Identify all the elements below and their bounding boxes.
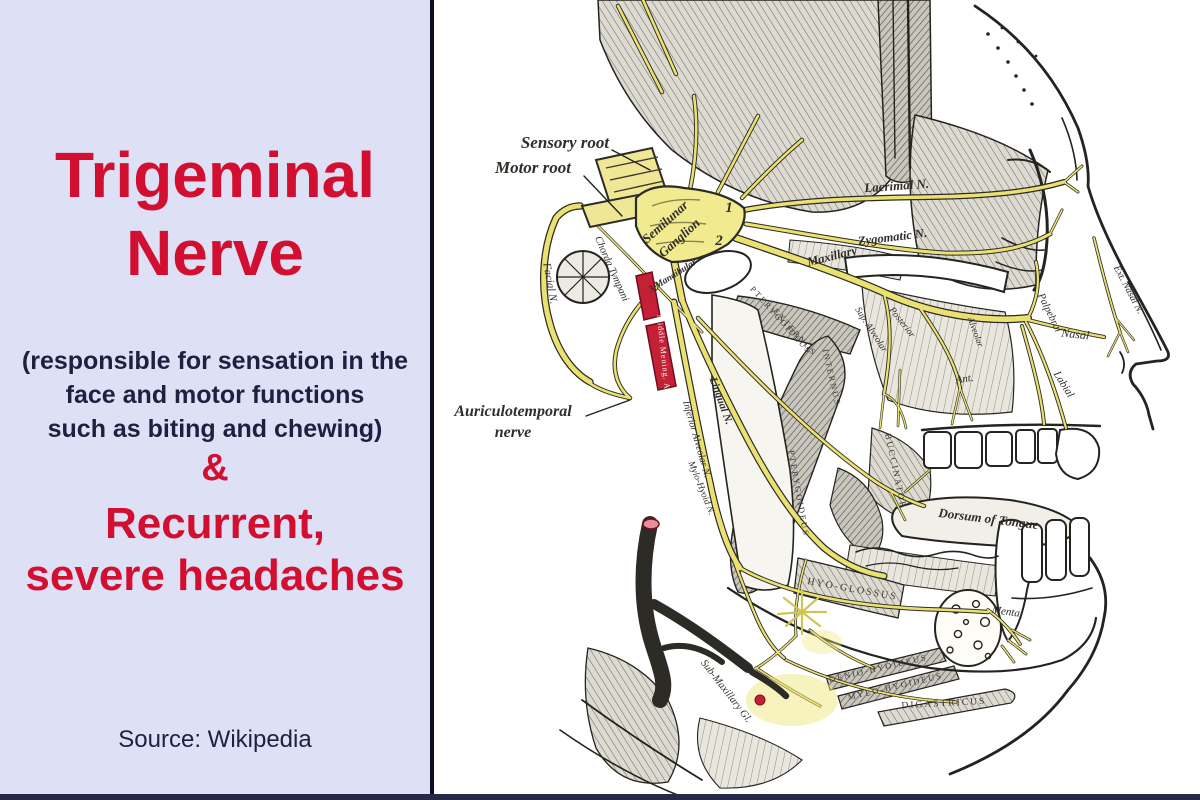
label-digastricus: Digastricus [901,697,986,711]
panel-divider [430,0,434,800]
bottom-accent-bar [0,794,1200,800]
subtitle: (responsible for sensation in the face a… [0,344,430,446]
arteries [635,271,790,708]
nerve-branches [541,0,1135,726]
ampersand: & [201,447,229,489]
label-division-1: 1 [725,200,733,216]
leader-lines [583,149,651,417]
label-palpebral: Palpebral [1035,291,1064,335]
trigeminal-roots [580,146,670,229]
subtitle-line-3: such as biting and chewing) [47,415,383,443]
headline-line-2: severe headaches [25,551,405,600]
label-auriculotemporal-1: Auriculotemporal [453,403,572,420]
anatomy-illustration: Sensory root Motor root Semilunar Gangli… [453,0,1170,797]
label-nasal: Nasal [1060,325,1091,342]
label-anterior-branch: Ant. [954,372,975,387]
suture-dots [986,26,1038,106]
source-attribution: Source: Wikipedia [118,726,312,753]
headline-line-1: Recurrent, [104,499,326,548]
subtitle-line-1: (responsible for sensation in the [21,347,409,375]
label-duct: Duct [836,626,856,639]
submaxillary-ganglion-plexus [776,588,828,636]
anatomy-panel: Sensory root Motor root Semilunar Gangli… [434,0,1200,800]
label-sensory-root: Sensory root [521,133,611,152]
label-motor-root: Motor root [494,158,572,177]
label-division-2: 2 [714,233,723,249]
subtitle-line-2: face and motor functions [65,381,365,409]
semilunar-ganglion-shape [634,185,746,264]
label-auriculotemporal-2: nerve [495,424,531,441]
label-lacrimal-nerve: Lacrimal N. [863,176,930,196]
label-mental-nerve: Mental [990,604,1024,620]
label-external-nasal-nerve: Ext. Nasal N. [1110,263,1145,316]
left-text-panel: Trigeminal Nerve (responsible for sensat… [0,0,430,800]
title-line-2: Nerve [126,217,304,289]
title-line-1: Trigeminal [54,139,376,211]
page-title: Trigeminal Nerve [0,136,430,292]
headline-secondary: Recurrent, severe headaches [0,498,430,602]
